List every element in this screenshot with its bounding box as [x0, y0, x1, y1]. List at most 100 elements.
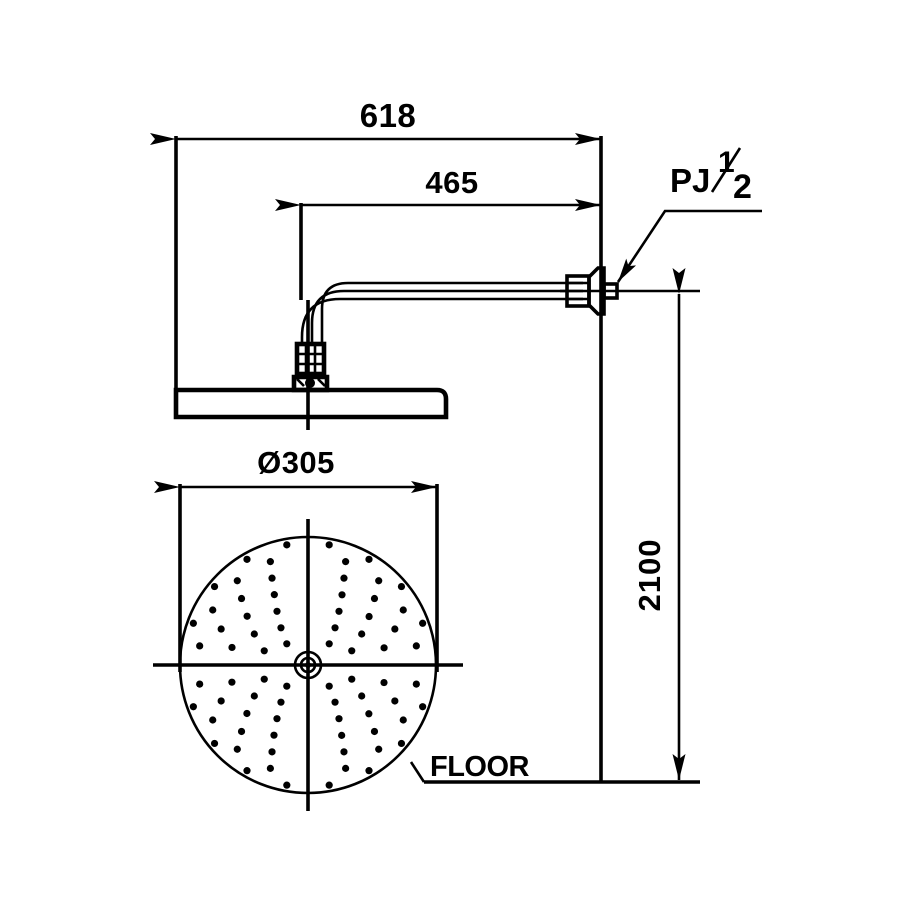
spray-hole: [237, 727, 246, 736]
floor-reference: FLOOR: [409, 751, 700, 784]
spray-hole: [243, 555, 251, 563]
spray-hole: [260, 675, 268, 683]
spray-hole: [233, 745, 241, 753]
spray-hole: [358, 692, 366, 700]
spray-hole: [365, 612, 373, 621]
extension-lines: [174, 136, 603, 782]
spray-hole: [338, 591, 346, 599]
head-body-outline: [173, 387, 449, 420]
spray-hole: [342, 558, 350, 566]
spray-hole: [375, 577, 383, 585]
coupling-upper: [294, 341, 327, 377]
spray-hole: [268, 574, 276, 582]
dimension-label-465: 465: [425, 165, 478, 200]
spray-hole: [399, 716, 407, 724]
spray-hole: [419, 703, 427, 711]
spray-hole: [270, 731, 278, 739]
spray-hole: [196, 680, 204, 688]
swivel-tick-left: [296, 378, 305, 387]
spray-hole: [348, 647, 356, 655]
pj-leader-line: [616, 209, 762, 283]
spray-hole: [270, 591, 278, 599]
spray-hole: [283, 781, 291, 789]
spray-hole: [412, 642, 420, 650]
spray-hole: [277, 624, 285, 632]
spray-hole: [277, 698, 285, 706]
spray-hole: [266, 764, 274, 772]
arm-tube-outer-bottom: [300, 297, 583, 344]
spray-hole: [250, 692, 258, 700]
floor-label: FLOOR: [430, 751, 530, 783]
spray-hole: [412, 680, 420, 688]
spray-hole: [209, 716, 217, 724]
spray-hole: [342, 764, 350, 772]
dimension-label-305: Ø305: [257, 445, 335, 480]
dimension-diameter-305: Ø305: [154, 445, 439, 672]
dimension-label-618: 618: [360, 97, 417, 134]
dimension-465: 465: [275, 165, 601, 211]
dimension-label-2100: 2100: [632, 539, 667, 612]
spray-hole: [283, 541, 291, 549]
spray-hole: [399, 606, 407, 614]
spray-hole: [243, 709, 251, 718]
wall-flange: [587, 266, 606, 316]
floor-hatch-tick: [409, 761, 426, 783]
spray-hole: [391, 625, 399, 633]
spray-hole: [250, 630, 258, 638]
spray-hole: [391, 697, 399, 705]
head-coupling-assembly: [291, 341, 330, 393]
dimension-618: 618: [150, 97, 601, 145]
spray-hole: [397, 582, 406, 591]
spray-hole: [228, 643, 236, 652]
spray-hole: [217, 697, 225, 705]
pj-thread-annotation: PJ 1 2: [616, 146, 762, 283]
spray-hole: [283, 640, 291, 648]
spray-hole: [233, 577, 241, 585]
spray-hole: [209, 606, 217, 614]
spray-hole: [273, 607, 281, 615]
spray-hole: [268, 748, 276, 756]
spray-hole: [325, 682, 333, 690]
spray-hole: [365, 710, 373, 718]
spray-hole: [365, 555, 373, 563]
spray-hole: [266, 558, 274, 566]
bottom-view-centerlines: [153, 519, 463, 811]
spray-hole: [325, 781, 333, 789]
spray-hole: [375, 745, 383, 753]
shower-head-side-body: [173, 387, 449, 420]
arm-tube-center: [310, 289, 583, 344]
spray-hole: [189, 619, 197, 627]
spray-hole: [196, 642, 204, 650]
spray-hole: [335, 715, 343, 723]
dimension-2100: 2100: [632, 268, 686, 780]
spray-hole: [331, 698, 339, 706]
spray-hole: [273, 715, 281, 723]
spray-hole: [365, 767, 373, 775]
spray-hole: [237, 594, 246, 603]
spray-hole: [331, 624, 339, 632]
spray-hole: [380, 644, 388, 652]
spray-hole: [380, 678, 388, 687]
spray-hole: [228, 678, 236, 686]
spray-hole: [210, 739, 219, 748]
spray-hole: [348, 675, 356, 683]
spray-hole: [340, 574, 348, 582]
spray-hole: [419, 619, 427, 627]
spray-hole: [370, 727, 379, 736]
spray-hole: [358, 630, 366, 638]
pj-fraction-bar: [710, 147, 742, 193]
spray-hole: [243, 612, 251, 620]
spray-hole: [335, 607, 343, 615]
spray-hole: [217, 625, 225, 633]
spray-hole: [283, 682, 291, 690]
spray-hole-pattern: [189, 541, 427, 789]
spray-hole: [370, 594, 379, 603]
spray-hole: [260, 647, 268, 655]
arm-tube-outer-top: [320, 281, 583, 344]
pj-label-prefix: PJ: [670, 162, 710, 199]
pj-label-numerator: 1: [718, 146, 735, 179]
spray-hole: [338, 731, 346, 739]
spray-hole: [325, 541, 333, 549]
